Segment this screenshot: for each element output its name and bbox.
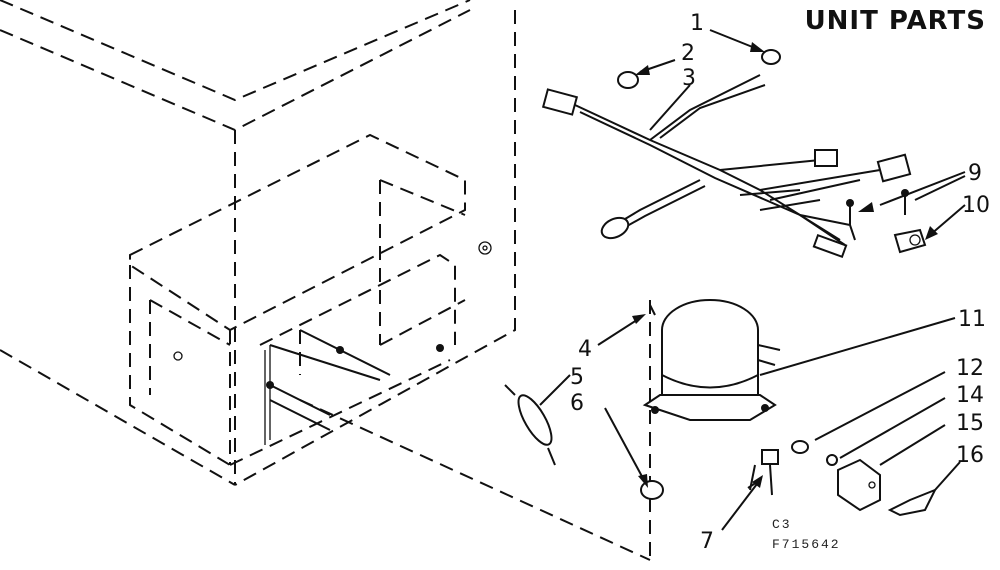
compressor	[642, 299, 781, 421]
callout-14: 14	[956, 383, 984, 408]
part-10-clamp	[893, 228, 927, 254]
part-12	[791, 440, 809, 454]
part-15-cover	[837, 458, 881, 512]
drawing-code-line2: F715642	[772, 537, 841, 552]
leader-compartment	[299, 399, 651, 561]
callout-2: 2	[681, 41, 695, 66]
callout-12: 12	[956, 356, 984, 381]
part-7-relay	[747, 449, 779, 496]
callout-6: 6	[570, 391, 584, 416]
wiring-harness	[541, 74, 912, 259]
diagram-title: UNIT PARTS	[804, 6, 986, 36]
callout-4: 4	[578, 337, 592, 362]
part-5-drier	[504, 384, 556, 466]
callout-15: 15	[956, 411, 984, 436]
callout-1: 1	[690, 11, 704, 36]
callout-10: 10	[962, 193, 990, 218]
callout-7: 7	[700, 529, 714, 554]
callout-9: 9	[968, 161, 982, 186]
drawing-code-line1: C3	[772, 517, 792, 532]
part-4-pin	[649, 304, 656, 316]
callout-11: 11	[958, 307, 986, 332]
part-2-clip	[617, 71, 639, 89]
part-6-grommet	[640, 480, 664, 500]
part-16-clip	[887, 488, 938, 517]
callout-16: 16	[956, 443, 984, 468]
part-9-screws	[846, 189, 909, 225]
callout-3: 3	[682, 66, 696, 91]
part-1-plug	[761, 49, 781, 65]
cabinet-outline	[0, 0, 516, 486]
part-14	[826, 454, 838, 466]
leader-arrows	[539, 29, 966, 531]
callout-5: 5	[570, 365, 584, 390]
